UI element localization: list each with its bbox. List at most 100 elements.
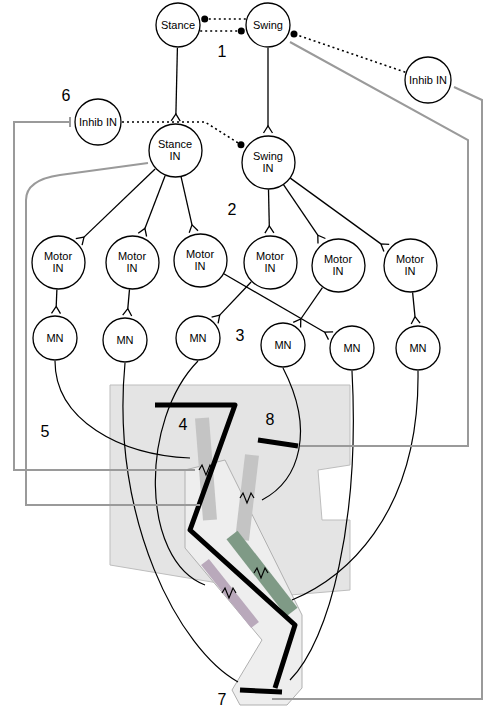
synapse-symbol [69,117,71,127]
inhibitory-synapse [237,141,244,148]
callout-number: 5 [41,423,50,441]
connector-line [294,34,405,72]
neuron-outline [396,326,440,370]
neuron-label: Motor IN [318,253,358,277]
excitatory-connector [212,282,252,323]
muscle [242,455,252,540]
excitatory-connector [264,48,273,133]
callout-number: 4 [179,416,188,434]
neuron-label: Swing IN [248,150,288,174]
excitatory-connector [181,177,198,233]
excitatory-synapse [123,309,132,316]
neuron-circle: Motor IN [243,235,298,290]
neuron-outline [156,3,200,47]
connector-line [290,178,381,244]
connector-line [84,169,155,237]
neuron-outline [103,318,147,362]
excitatory-connector [123,289,132,316]
neuron-circle: Motor IN [173,233,228,288]
neuron-outline [261,323,305,367]
neuron-circle: MN [32,315,78,361]
motor-nerve [155,361,205,585]
neuron-label: MN [189,332,206,344]
sensory-nerve [272,87,482,699]
excitatory-connector [171,48,180,121]
neuron-circle: MN [102,317,148,363]
neuron-label: Motor IN [112,250,152,274]
neuron-circle: MN [395,325,441,371]
spring-symbol [222,588,236,598]
callout-number: 1 [218,43,227,61]
neuron-outline [33,316,77,360]
sensory-nerve [26,163,200,505]
neuron-outline [106,236,159,289]
inhibitory-synapse [238,28,245,35]
muscle [205,562,255,625]
neuron-circle: Motor IN [105,235,160,290]
connector-line [284,185,318,236]
spring-symbol [254,568,268,578]
neuron-outline [32,236,85,289]
connector-line [267,48,268,126]
neuron-label: Inhib IN [79,116,117,128]
neuron-outline [384,239,437,292]
neuron-label: Stance [161,19,195,31]
motor-nerve [292,371,418,600]
connector-line [301,288,323,319]
excitatory-synapse [265,226,274,233]
callout-number: 3 [236,327,245,345]
neuron-circle: Inhib IN [404,56,452,104]
callout-number: 6 [62,87,71,105]
neuron-label: MN [46,332,63,344]
excitatory-synapse [52,307,61,314]
neuron-outline [244,236,297,289]
callout-number: 2 [228,201,237,219]
neuron-circle: Swing IN [241,135,296,190]
neuron-outline [149,124,202,177]
connector-line [413,292,415,316]
neuron-label: Motor IN [390,253,430,277]
inhibitory-synapse [201,16,208,23]
neuron-circle: Motor IN [31,235,86,290]
callout-number: 8 [266,411,275,429]
excitatory-synapse [189,225,198,233]
neuron-circle: Stance [155,2,201,48]
neuron-outline [75,99,121,145]
excitatory-synapse [411,317,420,324]
motor-nerve [290,371,353,680]
connector-line [145,176,165,229]
neuron-circle: Motor IN [383,238,438,293]
neuron-label: MN [116,334,133,346]
motor-nerve [262,368,300,500]
neuron-label: MN [409,342,426,354]
inhibitory-connector [201,16,246,23]
neuron-circle: MN [329,325,375,371]
neuron-circle: Motor IN [311,238,366,293]
connector-line [268,190,270,227]
neuron-label: Stance IN [155,138,195,162]
connector-line [205,18,246,20]
neuron-outline [174,234,227,287]
excitatory-connector [52,290,61,314]
motor-nerve [123,363,238,682]
neuron-label: MN [343,342,360,354]
callout-number: 7 [218,691,227,709]
neuron-circle: Stance IN [148,123,203,178]
neuron-outline [246,3,290,47]
neuron-circle: MN [175,315,221,361]
bone [240,690,282,692]
bone [258,440,298,446]
inhibitory-connector [200,28,245,35]
neuron-label: Motor IN [38,250,78,274]
excitatory-synapse [171,114,180,121]
connector-line [176,48,178,114]
inhibitory-synapse [291,30,298,37]
excitatory-connector [138,176,165,237]
bone [155,405,295,688]
connector-line [56,290,58,307]
neuron-outline [405,57,451,103]
excitatory-synapse [138,228,146,236]
neuron-circle: MN [260,322,306,368]
neuron-outline [176,316,220,360]
inhibitory-connector [291,30,406,72]
